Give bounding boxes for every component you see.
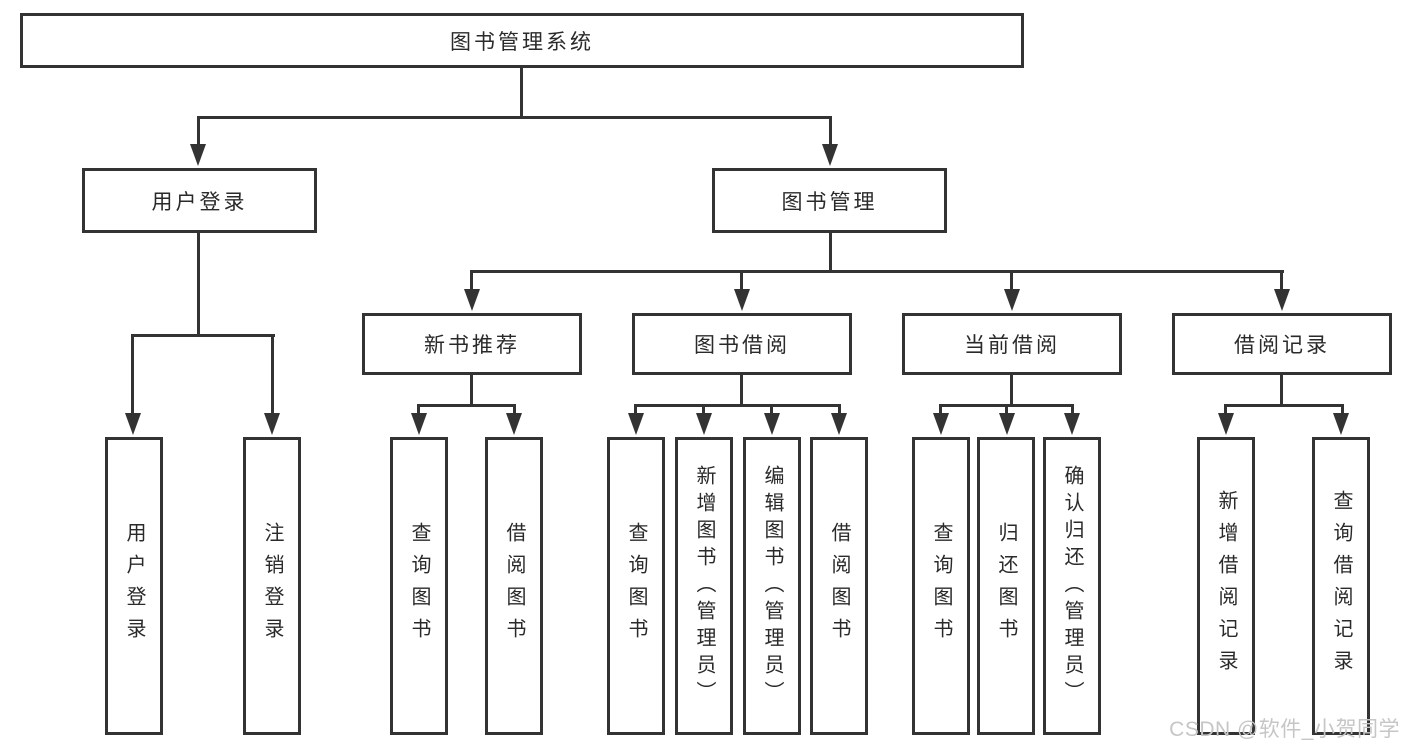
node-book-borrow-label: 图书借阅 (694, 334, 790, 357)
arrowhead-icon (764, 413, 780, 435)
leaf-current-return-book: 归还图书 (977, 437, 1035, 735)
arrowhead-icon (1218, 413, 1234, 435)
arrowhead-icon (696, 413, 712, 435)
arrowhead-icon (933, 413, 949, 435)
edge-record-rail (1224, 404, 1344, 407)
arrowhead-icon (506, 413, 522, 435)
node-user-login-label: 用户登录 (151, 190, 248, 214)
edge-borrow-rail (634, 404, 841, 407)
node-root-label: 图书管理系统 (450, 30, 594, 54)
node-current-borrow-label: 当前借阅 (964, 334, 1060, 357)
edge-bookmgmt-drop1 (470, 270, 473, 294)
edge-record-drop2 (1341, 404, 1344, 418)
arrowhead-icon (628, 413, 644, 435)
node-book-management-label: 图书管理 (781, 190, 878, 214)
arrowhead-icon (999, 413, 1015, 435)
leaf-borrow-add-book-admin: 新增图书（管理员） (675, 437, 733, 735)
arrowhead-icon (125, 413, 141, 435)
edge-root-right-drop (829, 116, 832, 148)
arrowhead-icon (264, 413, 280, 435)
leaf-record-query: 查询借阅记录 (1312, 437, 1370, 735)
edge-borrow-drop1 (634, 404, 637, 418)
leaf-logout: 注销登录 (243, 437, 301, 735)
leaf-record-add-label: 新增借阅记录 (1215, 490, 1237, 682)
edge-current-drop3 (1071, 404, 1074, 418)
arrowhead-icon (1274, 289, 1290, 311)
leaf-recommend-query-book-label: 查询图书 (408, 522, 430, 650)
node-new-book-recommend: 新书推荐 (362, 313, 582, 375)
leaf-logout-label: 注销登录 (261, 522, 283, 650)
edge-borrow-drop4 (838, 404, 841, 418)
edge-userlogin-drop2 (271, 334, 274, 418)
edge-current-drop1 (939, 404, 942, 418)
node-borrow-record-label: 借阅记录 (1234, 334, 1330, 357)
arrowhead-icon (1064, 413, 1080, 435)
arrowhead-icon (411, 413, 427, 435)
edge-current-drop2 (1005, 404, 1008, 418)
arrowhead-icon (464, 289, 480, 311)
edge-record-drop1 (1224, 404, 1227, 418)
node-book-management: 图书管理 (712, 168, 947, 233)
leaf-current-confirm-return-admin: 确认归还（管理员） (1043, 437, 1101, 735)
edge-borrow-stem (740, 375, 743, 407)
leaf-borrow-query-book: 查询图书 (607, 437, 665, 735)
csdn-watermark: CSDN @软件_小贺同学 (1169, 718, 1400, 741)
leaf-borrow-borrow-book: 借阅图书 (810, 437, 868, 735)
leaf-current-confirm-return-admin-label: 确认归还（管理员） (1061, 464, 1083, 708)
edge-recommend-drop2 (513, 404, 516, 418)
arrowhead-icon (1333, 413, 1349, 435)
edge-root-left-drop (197, 116, 200, 148)
edge-borrow-drop2 (702, 404, 705, 418)
arrowhead-icon (1004, 289, 1020, 311)
edge-current-stem (1010, 375, 1013, 407)
edge-root-rail (197, 116, 832, 119)
leaf-borrow-add-book-admin-label: 新增图书（管理员） (693, 464, 715, 708)
edge-record-stem (1280, 375, 1283, 407)
edge-borrow-drop3 (770, 404, 773, 418)
edge-userlogin-stem (197, 233, 200, 337)
node-user-login: 用户登录 (82, 168, 317, 233)
edge-root-stem (520, 68, 523, 119)
leaf-recommend-borrow-book: 借阅图书 (485, 437, 543, 735)
leaf-user-login-label: 用户登录 (123, 522, 145, 650)
leaf-borrow-query-book-label: 查询图书 (625, 522, 647, 650)
leaf-recommend-query-book: 查询图书 (390, 437, 448, 735)
arrowhead-icon (822, 144, 838, 166)
leaf-borrow-edit-book-admin-label: 编辑图书（管理员） (761, 464, 783, 708)
leaf-borrow-edit-book-admin: 编辑图书（管理员） (743, 437, 801, 735)
node-current-borrow: 当前借阅 (902, 313, 1122, 375)
edge-bookmgmt-drop3 (1010, 270, 1013, 294)
edge-bookmgmt-rail (470, 270, 1284, 273)
leaf-borrow-borrow-book-label: 借阅图书 (828, 522, 850, 650)
arrowhead-icon (190, 144, 206, 166)
edge-bookmgmt-stem (829, 233, 832, 273)
arrowhead-icon (734, 289, 750, 311)
edge-bookmgmt-drop2 (740, 270, 743, 294)
node-new-book-recommend-label: 新书推荐 (424, 334, 520, 357)
edge-bookmgmt-drop4 (1280, 270, 1283, 294)
edge-userlogin-drop1 (131, 334, 134, 418)
leaf-record-add: 新增借阅记录 (1197, 437, 1255, 735)
leaf-record-query-label: 查询借阅记录 (1330, 490, 1352, 682)
node-book-borrow: 图书借阅 (632, 313, 852, 375)
node-root: 图书管理系统 (20, 13, 1024, 68)
leaf-current-query-book: 查询图书 (912, 437, 970, 735)
edge-recommend-drop1 (417, 404, 420, 418)
leaf-current-return-book-label: 归还图书 (995, 522, 1017, 650)
edge-recommend-rail (417, 404, 516, 407)
edge-recommend-stem (470, 375, 473, 407)
node-borrow-record: 借阅记录 (1172, 313, 1392, 375)
leaf-current-query-book-label: 查询图书 (930, 522, 952, 650)
arrowhead-icon (831, 413, 847, 435)
leaf-user-login: 用户登录 (105, 437, 163, 735)
leaf-recommend-borrow-book-label: 借阅图书 (503, 522, 525, 650)
edge-userlogin-rail (131, 334, 275, 337)
